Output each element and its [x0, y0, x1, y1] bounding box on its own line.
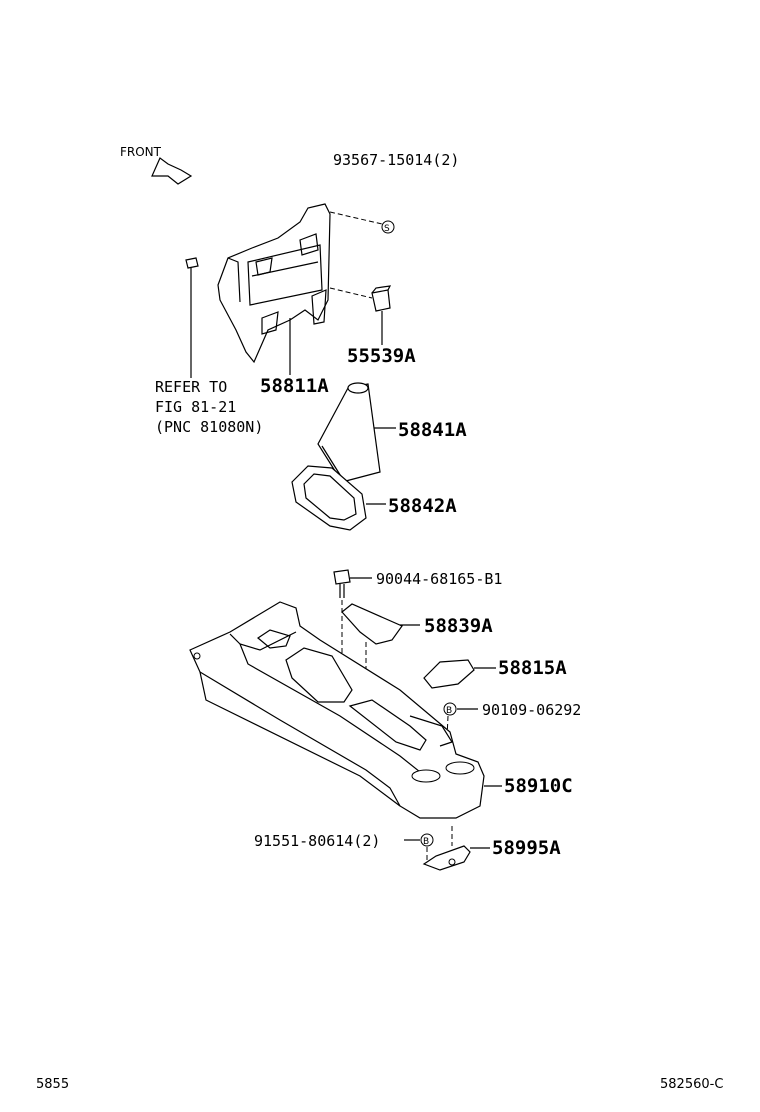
label-58842a: 58842A	[388, 495, 457, 517]
refer-line-3: (PNC 81080N)	[155, 418, 263, 436]
upper-panel-58811a	[217, 203, 331, 364]
shift-boot-58841a	[317, 382, 381, 483]
bracket-58995a	[422, 845, 471, 871]
front-arrow: FRONT	[120, 145, 193, 185]
label-90044: 90044-68165-B1	[376, 570, 502, 588]
clip-s-symbol: S	[381, 220, 395, 234]
label-58839a: 58839A	[424, 615, 493, 637]
bolt-90044	[333, 569, 351, 598]
label-58995a: 58995A	[492, 837, 561, 859]
mat-58815a	[423, 659, 475, 689]
label-55539a: 55539A	[347, 345, 416, 367]
label-90109: 90109-06292	[482, 701, 581, 719]
label-93567: 93567-15014(2)	[333, 151, 459, 169]
label-58841a: 58841A	[398, 419, 467, 441]
screw-left	[185, 257, 199, 378]
label-58811a: 58811A	[260, 375, 329, 397]
s-symbol-text: S	[384, 224, 390, 234]
b-symbol-2-text: B	[423, 837, 429, 847]
console-box-58910c	[189, 601, 485, 819]
refer-line-2: FIG 81-21	[155, 398, 236, 416]
boot-ring-58842a	[291, 465, 367, 531]
footer-left: 5855	[36, 1077, 69, 1092]
clip-b-90109: B	[443, 702, 457, 716]
label-58910c: 58910C	[504, 775, 573, 797]
refer-line-1: REFER TO	[155, 378, 227, 396]
label-91551: 91551-80614(2)	[254, 832, 380, 850]
front-label: FRONT	[120, 145, 162, 159]
label-58815a: 58815A	[498, 657, 567, 679]
footer-right: 582560-C	[660, 1077, 723, 1092]
clip-b-91551: B	[420, 833, 434, 847]
cover-58839a	[341, 603, 403, 645]
b-symbol-1-text: B	[446, 706, 452, 716]
clip-55539a	[371, 285, 392, 312]
